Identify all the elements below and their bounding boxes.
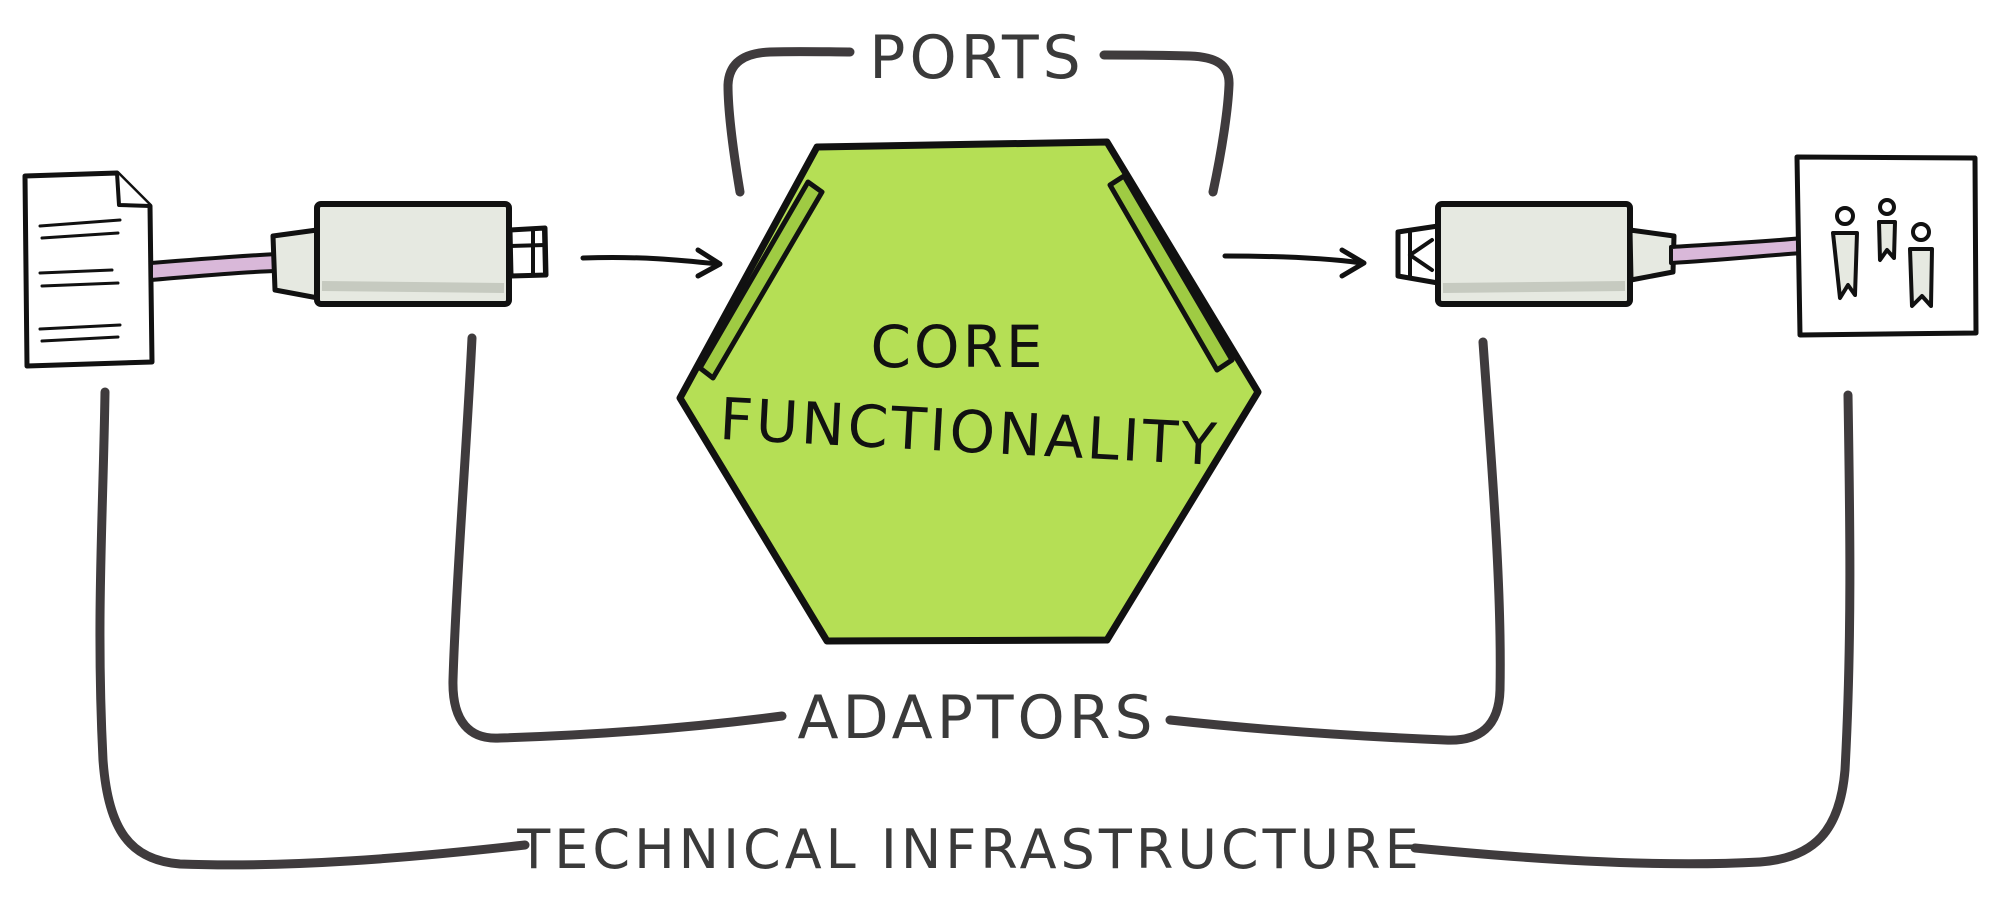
left-port-slot [697,179,825,381]
right-adaptor [1395,201,1677,307]
adaptors-label: ADAPTORS [797,683,1156,753]
core-hexagon [676,138,1262,645]
arrow-into-core [580,247,723,279]
ports-bracket-left [723,47,855,197]
users-icon [1794,154,1979,338]
right-port-slot [1107,173,1235,373]
document-icon [22,170,155,369]
infrastructure-label: TECHNICAL INFRASTRUCTURE [516,818,1422,881]
right-cable [1669,236,1810,265]
ports-bracket-right [1099,50,1234,197]
infrastructure-bracket-left [95,387,530,870]
left-cable [149,252,279,282]
core-label-line1: CORE [870,313,1045,381]
ports-label: PORTS [869,23,1084,93]
arrow-out-of-core [1222,247,1367,279]
infrastructure-bracket-right [1410,390,1855,869]
adaptors-bracket-left [448,333,787,743]
left-adaptor [270,201,549,307]
adaptors-bracket-right [1165,337,1505,745]
